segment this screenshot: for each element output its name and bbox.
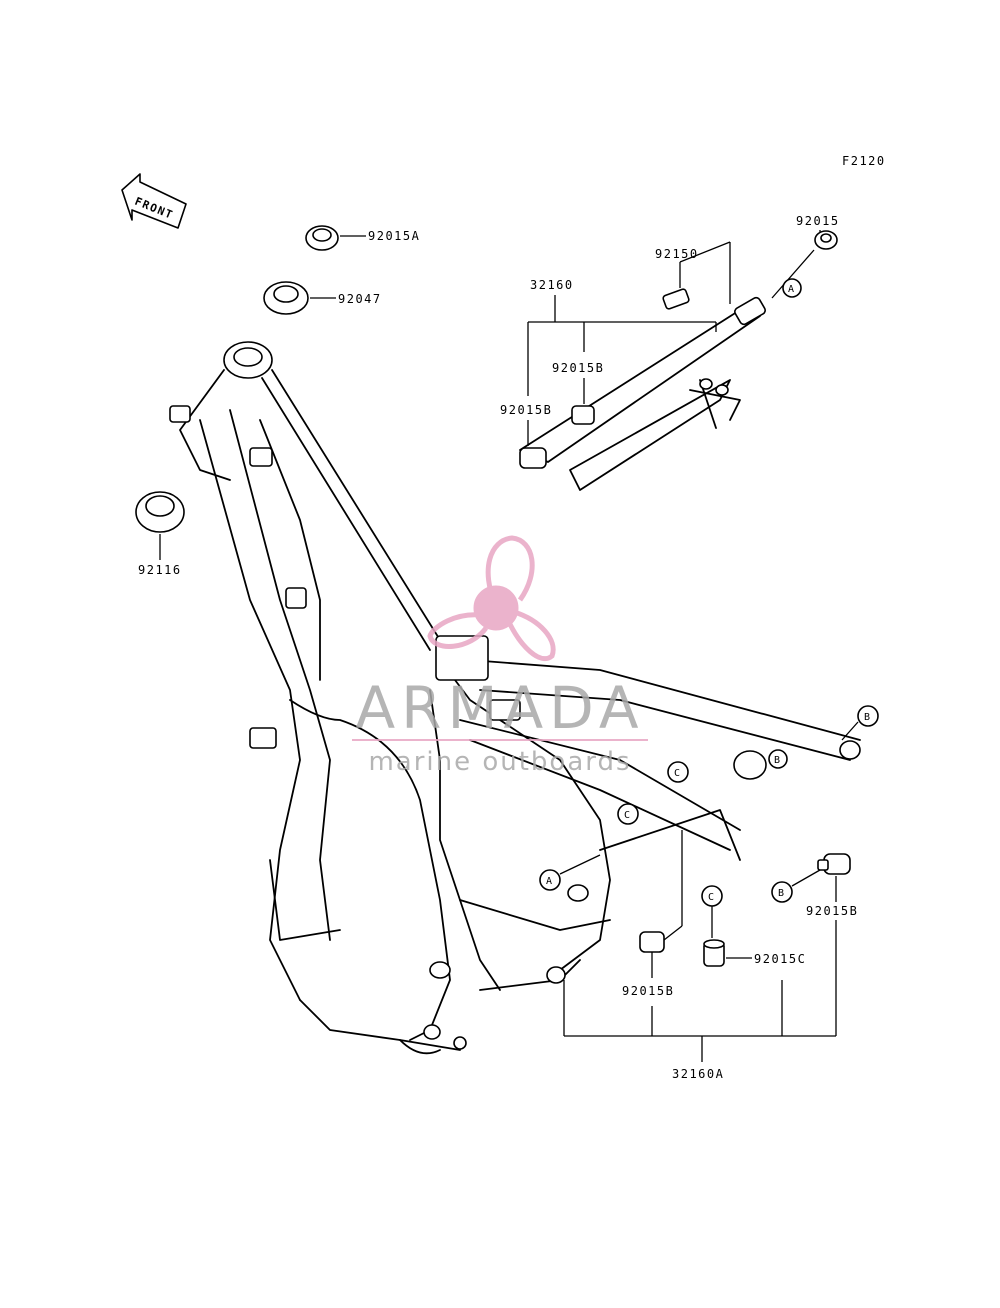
ref-circle-B-mid [768,749,788,769]
ref-circle-A-top [782,278,802,298]
front-arrow-icon: FRONT [121,173,187,229]
propeller-logo-icon [427,535,556,661]
callout-92015B-bottom: 92015B [622,984,674,998]
callout-92015: 92015 [796,214,840,228]
ref-circle-C-2 [617,803,639,825]
callout-92015A: 92015A [368,229,420,243]
bolt-92015B-right [817,853,851,875]
callout-92047: 92047 [338,292,382,306]
subframe-32160 [519,296,766,491]
ref-circle-B-lower [771,881,793,903]
callout-32160: 32160 [530,278,574,292]
collar-92015B-top-2 [519,447,547,469]
figure-code: F2120 [842,154,886,168]
ref-C-lower: C [708,892,714,903]
nut-92015A [305,225,339,251]
callout-92150: 92150 [655,247,699,261]
watermark-brand: ARMADA [355,674,644,742]
ref-C-2: C [624,810,630,821]
ref-circle-B-upper [857,705,879,727]
callout-92015B-right: 92015B [806,904,858,918]
callout-92015C: 92015C [754,952,806,966]
nut-92015 [814,230,838,250]
collar-92015C [703,939,725,967]
callout-92015B-top-2: 92015B [500,403,552,417]
ref-circle-A-lower [539,869,561,891]
ref-B-mid: B [774,755,780,766]
armada-watermark: ARMADA marine outboards [352,535,648,777]
collar-92015B-bottom [639,931,665,953]
callout-92015B-top-1: 92015B [552,361,604,375]
bolt-92150 [662,288,690,310]
ref-circle-C-1 [667,761,689,783]
callout-32160A: 32160A [672,1067,724,1081]
callout-92116: 92116 [138,563,182,577]
ref-A-lower: A [546,876,552,887]
ref-A-top: A [788,284,794,295]
bearing-92047 [263,281,309,315]
watermark-tagline: marine outboards [368,747,631,777]
ref-B-lower: B [778,888,784,899]
collar-92015B-top-1 [571,405,595,425]
motorcycle-frame [169,341,861,1055]
seal-92116 [135,491,185,533]
ref-C-1: C [674,768,680,779]
ref-B-upper: B [864,712,870,723]
